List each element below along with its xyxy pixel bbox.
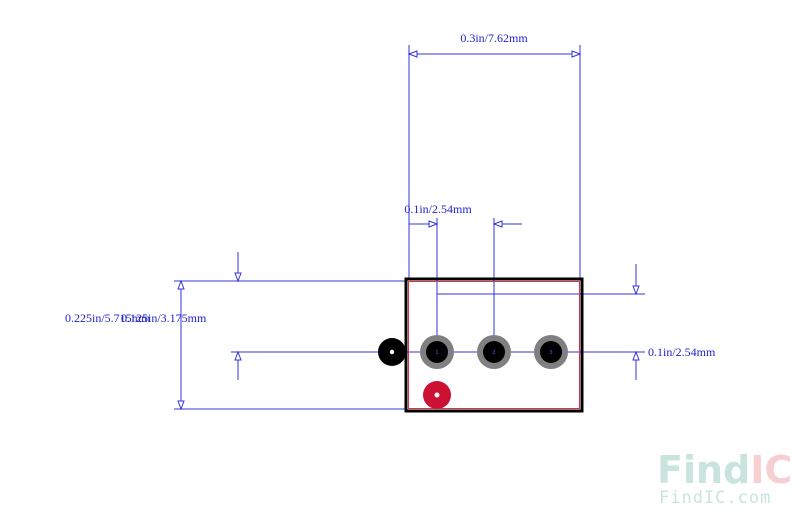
width-dimension-label: 0.3in/7.62mm [460, 31, 528, 45]
pad-number: 3 [549, 350, 552, 356]
pad-2: 2 [477, 335, 511, 369]
pad-1: 1 [420, 335, 454, 369]
pad-core [540, 341, 562, 363]
findic-watermark: FindIC FindIC.com [657, 448, 792, 508]
pin1-orientation-hole [389, 349, 395, 355]
left-offset-arrow-top [234, 272, 242, 283]
component-courtyard [408, 281, 580, 409]
row-arrow-right [632, 350, 640, 361]
pitch-arrow-right [492, 220, 503, 228]
height-dimension-label: 0.225in/5.715mm [65, 311, 151, 325]
dimension-lines [174, 45, 645, 411]
marker-pad-hole [434, 392, 440, 398]
height-arrow-top [177, 279, 185, 290]
pitch-dimension-label: 0.1in/2.54mm [404, 202, 472, 216]
svg-text:FindIC: FindIC [657, 448, 792, 492]
height-arrow-bottom [177, 400, 185, 411]
height-offset-label: 0.125in/3.175mm [121, 311, 207, 325]
row-offset-label: 0.1in/2.54mm [648, 345, 716, 359]
component-outline [404, 277, 584, 413]
pad-3: 3 [534, 335, 568, 369]
pad-number: 2 [492, 350, 495, 356]
watermark-find: Find [657, 448, 750, 492]
pitch-arrow-left [428, 220, 439, 228]
pad-core [483, 341, 505, 363]
pad-core [426, 341, 448, 363]
watermark-ic: IC [750, 448, 792, 492]
width-arrow-right [571, 50, 582, 58]
offset-arrow-top [632, 285, 640, 296]
width-arrow-left [407, 50, 418, 58]
pad-number: 1 [435, 350, 438, 356]
left-offset-arrow-bottom [234, 350, 242, 361]
watermark-url: FindIC.com [659, 488, 771, 508]
